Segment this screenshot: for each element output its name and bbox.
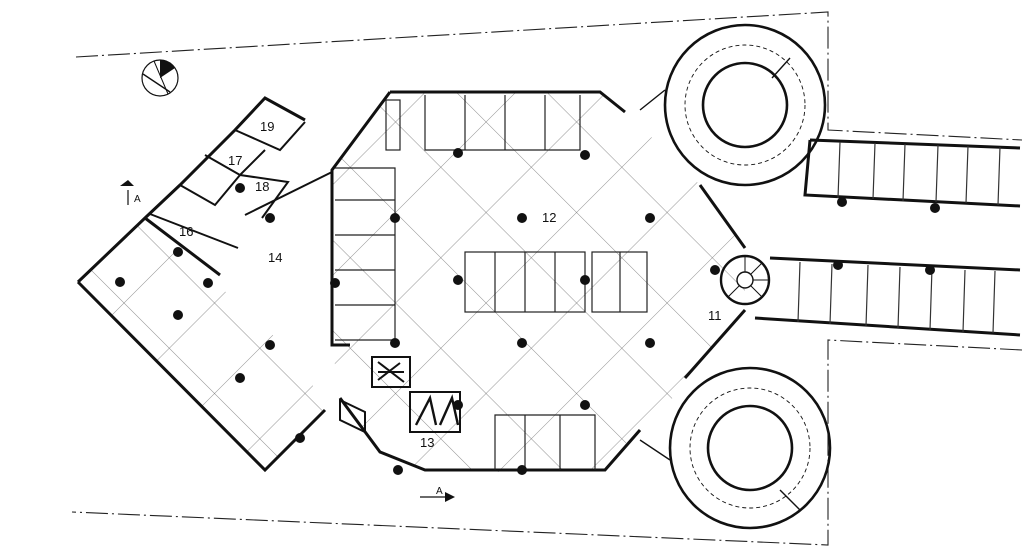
room-label-18: 18 <box>255 179 269 194</box>
ramp-upper <box>639 23 827 187</box>
room-label-13: 13 <box>420 435 434 450</box>
parking-left <box>335 99 401 341</box>
room-label-12: 12 <box>542 210 556 225</box>
main-hall-walls <box>330 90 747 472</box>
parking-right-upper-bays <box>837 141 1001 206</box>
parking-right-lower <box>754 256 1021 337</box>
parking-right-upper <box>803 138 1021 208</box>
site-boundary <box>71 11 1023 546</box>
parking-bottom <box>494 414 596 470</box>
room-label-14: 14 <box>268 250 282 265</box>
spiral-stair <box>719 254 771 306</box>
stair-core <box>339 356 461 434</box>
parking-center <box>464 251 648 313</box>
room-label-17: 17 <box>228 153 242 168</box>
parking-right-lower-bays <box>797 261 996 334</box>
section-mark-lower: A <box>436 486 443 497</box>
north-arrow-icon <box>141 59 179 97</box>
ramp-lower <box>639 366 832 530</box>
room-label-16: 16 <box>179 224 193 239</box>
parking-top <box>424 95 581 151</box>
room-label-11: 11 <box>708 308 722 323</box>
room-labels: 11 12 13 14 16 17 18 19 <box>179 119 722 450</box>
section-line: A A <box>120 180 455 502</box>
room-label-19: 19 <box>260 119 274 134</box>
columns <box>115 148 940 475</box>
section-mark-upper: A <box>134 194 141 205</box>
left-wing-rooms <box>149 121 333 249</box>
